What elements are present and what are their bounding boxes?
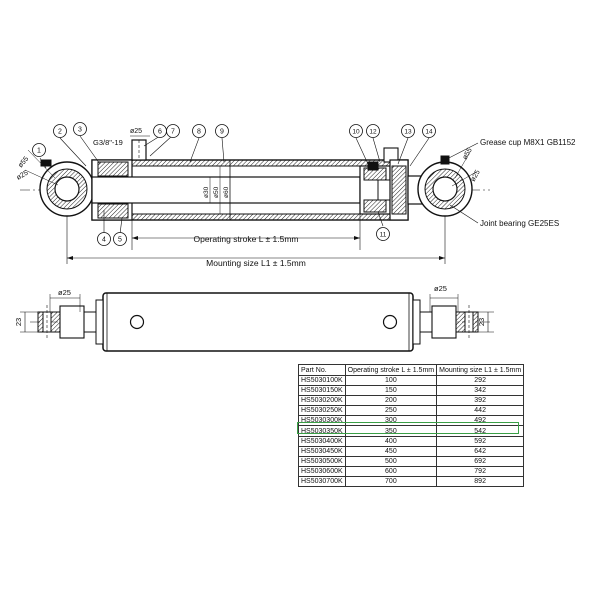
cell-stroke: 350 [344,425,438,437]
cell-mounting: 692 [436,455,525,467]
cell-part-no: HS5030400K [298,435,346,447]
right-eye-bore [432,176,458,202]
cell-mounting: 592 [436,435,525,447]
balloon-8: 8 [197,129,201,136]
lower-right-pin-label: ø25 [434,284,447,293]
left-eye-bore [54,176,80,202]
header-mounting-size: Mounting size L1 ± 1.5mm [436,364,525,376]
balloon-12: 12 [369,129,377,136]
header-part-no: Part No. [298,364,346,376]
cell-stroke: 100 [344,374,438,387]
cell-part-no: HS5030100K [298,374,346,387]
cell-mounting: 292 [436,374,525,387]
balloon-7: 7 [171,129,175,136]
cell-mounting: 892 [436,475,525,488]
cell-mounting: 442 [436,405,525,417]
balloon-6: 6 [158,129,162,136]
cell-part-no: HS5030700K [298,475,346,488]
right-pin-inner-label: ø25 [470,169,482,183]
tube-dia-label: ø60 [223,186,230,198]
cell-mounting: 642 [436,445,525,457]
left-pin-inner-label: ø25 [16,170,30,182]
balloon-11: 11 [380,232,387,239]
header-operating-stroke: Operating stroke L ± 1.5mm [344,364,438,376]
cell-stroke: 400 [344,435,438,447]
port-circle-right [382,314,398,330]
outside-view [20,292,494,352]
balloon-2: 2 [58,129,62,136]
cell-part-no: HS5030450K [298,445,346,457]
joint-bearing-callout: Joint bearing GE25ES [480,219,559,228]
balloon-9: 9 [220,129,224,136]
cell-part-no: HS5030350K [298,425,346,437]
cell-part-no: HS5030200K [298,395,346,407]
balloon-leaders [39,135,430,235]
cell-part-no: HS5030250K [298,405,346,417]
parts-table: Part No. Operating stroke L ± 1.5mm Moun… [298,364,525,488]
cell-stroke: 300 [344,415,438,427]
cell-part-no: HS5030600K [298,465,346,477]
balloon-4: 4 [102,237,106,244]
mounting-size-label: Mounting size L1 ± 1.5mm [206,258,306,268]
cell-mounting: 392 [436,395,525,407]
cell-stroke: 450 [344,445,438,457]
grease-cup-callout: Grease cup M8X1 GB1152 [480,138,576,147]
cell-part-no: HS5030300K [298,415,346,427]
balloon-10: 10 [352,129,360,136]
section-view [20,135,490,264]
bore-dia-label: ø50 [213,186,220,198]
cell-mounting: 342 [436,385,525,397]
left-pin-outer-label: ø55 [17,155,30,169]
operating-stroke-label: Operating stroke L ± 1.5mm [194,234,299,244]
outer-tube [102,292,414,352]
balloons: 1 2 3 4 5 6 7 8 9 10 12 11 13 14 [32,122,436,246]
cell-part-no: HS5030500K [298,455,346,467]
balloon-1: 1 [37,148,41,155]
cell-stroke: 500 [344,455,438,467]
right-pin-outer-label: ø55 [462,147,474,161]
balloon-14: 14 [425,129,433,136]
cell-stroke: 150 [344,385,438,397]
balloon-13: 13 [404,129,412,136]
cell-stroke: 600 [344,465,438,477]
balloon-5: 5 [118,237,122,244]
thread-label: G3/8"-19 [93,138,123,147]
cell-stroke: 250 [344,405,438,417]
cell-mounting: 792 [436,465,525,477]
lower-left-pin-label: ø25 [58,288,71,297]
port-circle-left [129,314,145,330]
cell-mounting: 492 [436,415,525,427]
balloon-3: 3 [78,127,82,134]
lower-right-width-label: 23 [477,318,486,326]
cell-mounting: 542 [436,425,525,437]
cell-stroke: 200 [344,395,438,407]
lower-left-width-label: 23 [14,318,23,326]
cell-stroke: 700 [344,475,438,488]
port-dia-label: ø25 [130,128,142,135]
dimension-labels: G3/8"-19 ø25 ø55 ø25 ø30 ø50 ø60 ø55 ø25… [16,128,577,268]
outside-view-labels: ø25 ø25 23 23 [14,284,486,326]
table-header-row: Part No. Operating stroke L ± 1.5mm Moun… [298,364,525,376]
rod-dia-label: ø30 [203,186,210,198]
cell-part-no: HS5030150K [298,385,346,397]
